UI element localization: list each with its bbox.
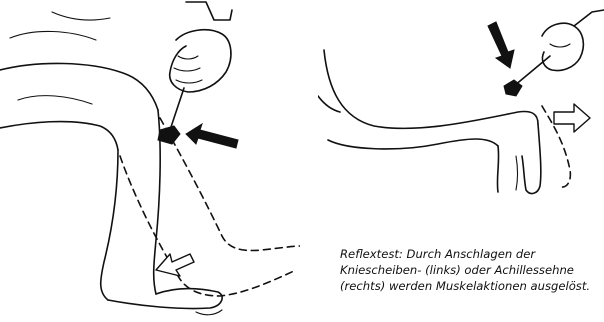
strike-arrow [186, 124, 238, 148]
motion-arrow [156, 254, 194, 276]
achilles-reflex-illustration [318, 0, 604, 200]
foot-outline [108, 289, 222, 309]
hammer-head [158, 126, 180, 144]
motion-arrow [554, 104, 590, 132]
hammer-handle [514, 56, 550, 86]
foot-outline [497, 124, 540, 193]
thigh-outline [0, 63, 158, 110]
strike-arrow [488, 22, 514, 68]
knee-reflex-illustration [0, 0, 300, 322]
hammer-handle [170, 88, 184, 130]
hand-outline [170, 30, 231, 92]
figure-caption: Reflextest: Durch Anschlagen der Kniesch… [340, 246, 602, 294]
